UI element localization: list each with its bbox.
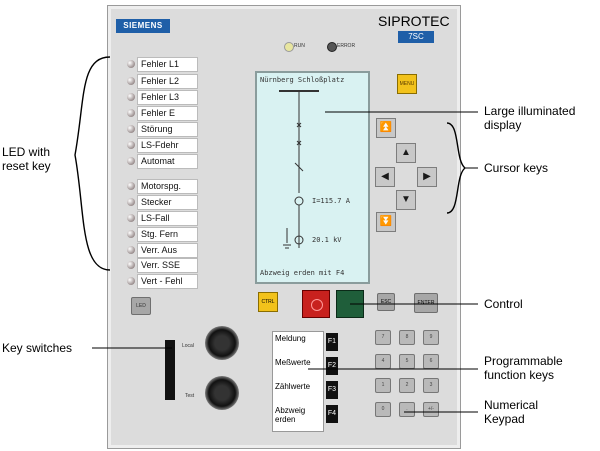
menu-button[interactable]: MENU xyxy=(397,74,417,94)
led-label: Fehler L2 xyxy=(137,74,198,89)
error-indicator-icon xyxy=(327,42,337,52)
callout-display: Large illuminated display xyxy=(484,104,576,132)
model-badge: 7SC xyxy=(398,31,434,43)
led-indicator-icon xyxy=(127,157,135,165)
single-line-diagram xyxy=(279,90,319,249)
function-key-button[interactable]: F2 xyxy=(326,357,338,375)
right-arrow-icon: ▶ xyxy=(423,171,431,182)
led-label: Stecker xyxy=(137,195,198,210)
product-name: SIPROTEC xyxy=(378,13,450,29)
down-arrow-icon: ▼ xyxy=(401,194,411,205)
callout-programmable-keys: Programmable function keys xyxy=(484,354,563,382)
led-indicator-icon xyxy=(127,277,135,285)
run-label: RUN xyxy=(294,43,305,49)
test-label: Test xyxy=(185,393,195,399)
cursor-left-button[interactable]: ◀ xyxy=(375,167,395,187)
double-down-arrow-icon: ⏬ xyxy=(379,216,393,227)
local-label: Local xyxy=(182,343,194,349)
led-indicator-icon xyxy=(127,77,135,85)
led-indicator-icon xyxy=(127,93,135,101)
esc-button[interactable]: ESC xyxy=(377,293,395,311)
led-indicator-icon xyxy=(127,60,135,68)
cursor-up-button[interactable]: ▲ xyxy=(396,143,416,163)
led-indicator-icon xyxy=(127,214,135,222)
function-key-button[interactable]: F4 xyxy=(326,405,338,423)
lcd-display: Nürnberg Schloßplatz I=115.7 A 20.1 kV A… xyxy=(255,71,370,284)
siemens-logo: SIEMENS xyxy=(116,19,170,33)
led-label: Automat xyxy=(137,154,198,169)
callout-key-switches: Key switches xyxy=(2,341,73,355)
callout-numerical-keypad: Numerical Keypad xyxy=(484,398,539,426)
test-key-switch[interactable] xyxy=(205,376,239,410)
numeric-key[interactable]: . xyxy=(399,402,415,417)
numeric-key[interactable]: 1 xyxy=(375,378,391,393)
display-current: I=115.7 A xyxy=(312,197,350,205)
numeric-key[interactable]: 2 xyxy=(399,378,415,393)
key-slot xyxy=(165,340,175,400)
led-indicator-icon xyxy=(127,198,135,206)
led-label: Verr. SSE xyxy=(137,258,198,273)
open-breaker-button[interactable] xyxy=(302,290,330,318)
function-key-label: Meßwerte xyxy=(275,358,311,367)
led-indicator-icon xyxy=(127,182,135,190)
display-voltage: 20.1 kV xyxy=(312,236,342,244)
page-down-button[interactable]: ⏬ xyxy=(376,212,396,232)
error-label: ERROR xyxy=(337,43,356,49)
function-key-button[interactable]: F1 xyxy=(326,333,338,351)
left-arrow-icon: ◀ xyxy=(381,171,389,182)
function-key-label: Meldung xyxy=(275,334,306,343)
numeric-key[interactable]: 9 xyxy=(423,330,439,345)
led-indicator-icon xyxy=(127,261,135,269)
page-up-button[interactable]: ⏫ xyxy=(376,118,396,138)
cursor-down-button[interactable]: ▼ xyxy=(396,190,416,210)
led-indicator-icon xyxy=(127,141,135,149)
cursor-right-button[interactable]: ▶ xyxy=(417,167,437,187)
led-indicator-icon xyxy=(127,125,135,133)
numeric-key[interactable]: 8 xyxy=(399,330,415,345)
up-arrow-icon: ▲ xyxy=(401,147,411,158)
led-reset-button[interactable]: LED xyxy=(131,297,151,315)
function-key-labels xyxy=(272,331,324,432)
led-label: LS-Fall xyxy=(137,211,198,226)
numeric-key[interactable]: +/- xyxy=(423,402,439,417)
led-label: Störung xyxy=(137,122,198,137)
double-up-arrow-icon: ⏫ xyxy=(379,122,393,133)
function-key-label: Zählwerte xyxy=(275,382,311,391)
enter-button[interactable]: ENTER xyxy=(414,293,438,313)
led-label: LS-Fdehr xyxy=(137,138,198,153)
numeric-key[interactable]: 7 xyxy=(375,330,391,345)
led-label: Verr. Aus xyxy=(137,243,198,258)
circle-icon xyxy=(311,299,323,311)
led-label: Stg. Fern xyxy=(137,227,198,242)
led-label: Fehler L3 xyxy=(137,90,198,105)
display-footer: Abzweig erden mit F4 xyxy=(260,269,345,277)
callout-cursor-keys: Cursor keys xyxy=(484,161,549,175)
display-title: Nürnberg Schloßplatz xyxy=(260,76,345,84)
function-key-label: Abzweig erden xyxy=(275,406,306,424)
numeric-key[interactable]: 3 xyxy=(423,378,439,393)
led-label: Fehler E xyxy=(137,106,198,121)
led-label: Vert - Fehl xyxy=(137,274,198,289)
led-label: Motorspg. xyxy=(137,179,198,194)
led-label: Fehler L1 xyxy=(137,57,198,72)
callout-control: Control xyxy=(484,297,523,311)
numeric-key[interactable]: 0 xyxy=(375,402,391,417)
run-indicator-icon xyxy=(284,42,294,52)
led-indicator-icon xyxy=(127,109,135,117)
ctrl-button[interactable]: CTRL xyxy=(258,292,278,312)
function-key-button[interactable]: F3 xyxy=(326,381,338,399)
callout-led-reset: LED with reset key xyxy=(2,145,51,173)
led-indicator-icon xyxy=(127,246,135,254)
local-remote-key-switch[interactable] xyxy=(205,326,239,360)
led-indicator-icon xyxy=(127,230,135,238)
